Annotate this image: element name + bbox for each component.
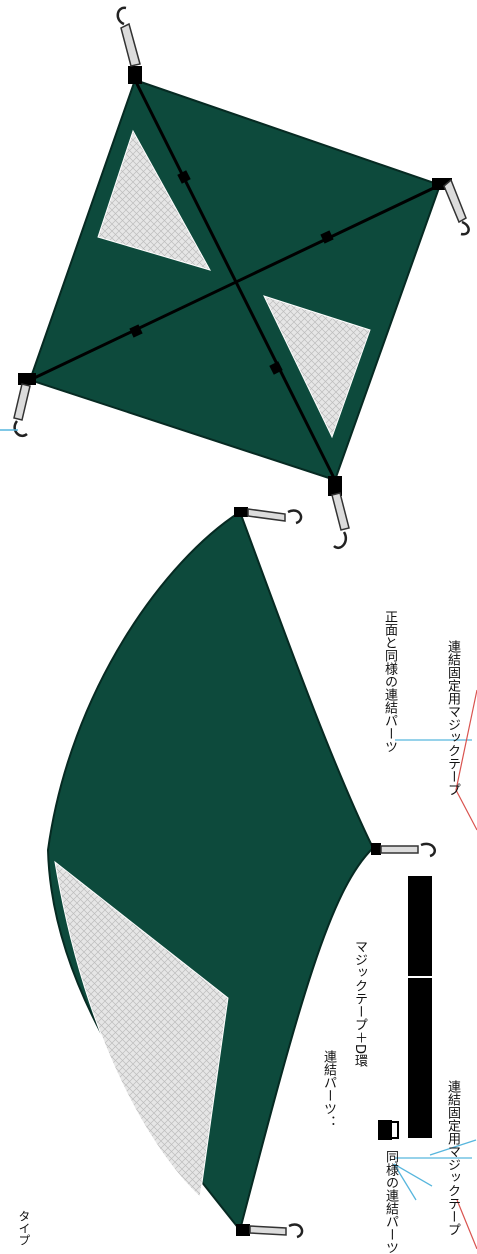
top-view-canopy [13,6,470,549]
strap-diagonal-a [133,79,337,481]
hook-icon [13,383,31,438]
side-mesh-window [54,860,229,1199]
joint-fix-tape-label-left: 連結固定用マジックテープ [445,1080,460,1236]
joint-parts-title: 連結パーツ： [321,1050,336,1128]
strap-diagonal-b [29,183,441,382]
joint-same-label-right: 正面と同様の連結パーツ [382,610,397,753]
type-label: タイプ [17,1210,31,1246]
joint-same-label-left: 同様の連結パーツ [383,1150,398,1254]
side-view-canopy [46,507,436,1239]
velcro-tape-icon [408,978,432,1138]
joint-parts [378,876,432,1140]
label-guides [393,689,477,1249]
hook-icon [249,1223,304,1239]
corner-cap [234,507,248,517]
corner-cap [18,373,36,385]
strap-buckle [269,361,283,375]
strap-buckle [129,324,143,338]
corner-cap [371,843,381,855]
joint-fix-tape-label-right: 連結固定用マジックテープ [445,640,460,796]
joint-parts-detail: マジックテープ＋D環 [352,940,367,1068]
velcro-tape-icon [408,876,432,976]
hook-icon [380,842,436,858]
hook-icon [443,178,470,236]
corner-cap [236,1224,250,1236]
d-ring-icon [378,1120,399,1140]
strap-buckle [177,170,191,184]
corner-cap [128,66,142,84]
hook-icon [116,6,141,67]
strap-buckle [320,230,334,244]
top-mesh-window-lower [263,295,371,439]
top-mesh-window-upper [97,129,212,271]
hook-icon [247,508,303,525]
corner-cap [328,476,342,496]
hook-icon [331,492,350,549]
